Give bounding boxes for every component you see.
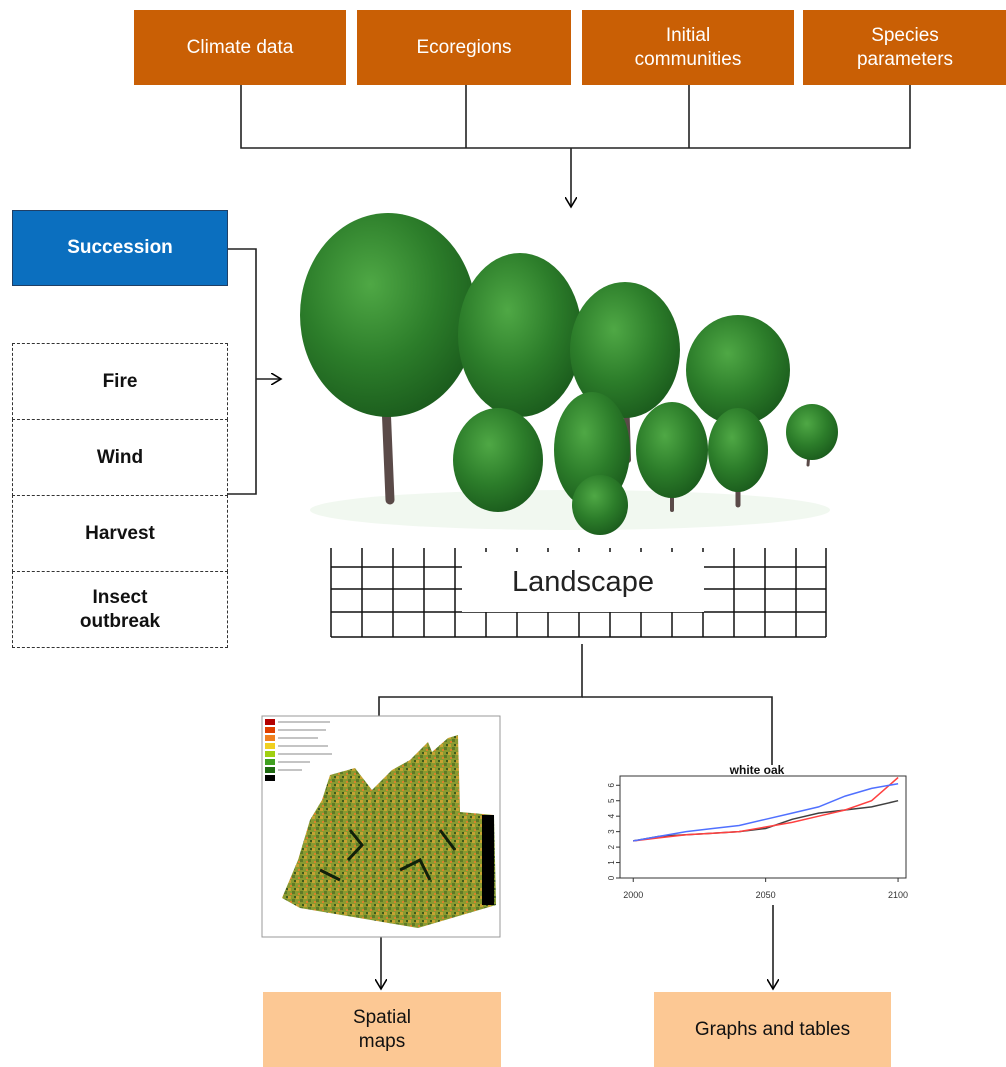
disturbance-label: Fire <box>102 370 138 392</box>
input-label: Ecoregions <box>416 36 512 58</box>
input-climate-data: Climate data <box>134 10 346 85</box>
output-label: Spatial maps <box>352 1006 412 1052</box>
y-tick-label: 5 <box>608 798 616 803</box>
disturbance-bracket <box>228 248 257 495</box>
input-connector <box>240 85 911 149</box>
series-line-0 <box>633 799 899 842</box>
x-tick-label: 2100 <box>888 890 908 900</box>
input-species-parameters: Species parameters <box>803 10 1006 85</box>
disturbance-label: Insect outbreak <box>79 586 161 632</box>
y-tick-label: 0 <box>608 875 616 880</box>
y-tick-label: 4 <box>608 813 616 818</box>
series-line-1 <box>633 776 899 842</box>
output-spatial-maps: Spatial maps <box>263 992 501 1067</box>
input-label: Initial communities <box>634 24 742 70</box>
plot-frame <box>619 775 907 879</box>
input-label: Climate data <box>186 36 294 58</box>
x-tick-label: 2000 <box>623 890 643 900</box>
disturbance-harvest: Harvest <box>12 495 228 572</box>
disturbance-fire: Fire <box>12 343 228 420</box>
disturbance-label: Harvest <box>85 522 155 544</box>
chart-title: white oak <box>729 763 785 777</box>
landscape-label: Landscape <box>512 566 654 598</box>
input-ecoregions: Ecoregions <box>357 10 571 85</box>
y-tick-label: 1 <box>608 860 616 865</box>
x-tick-label: 2050 <box>756 890 776 900</box>
output-graphs-and-tables: Graphs and tables <box>654 992 891 1067</box>
disturbance-wind: Wind <box>12 419 228 496</box>
y-tick-label: 2 <box>608 844 616 849</box>
input-initial-communities: Initial communities <box>582 10 794 85</box>
input-label: Species parameters <box>856 24 954 70</box>
output-connector <box>378 644 583 716</box>
succession-box: Succession <box>12 210 228 286</box>
disturbance-insect-outbreak: Insect outbreak <box>12 571 228 648</box>
succession-label: Succession <box>67 237 173 258</box>
series-line-2 <box>633 782 899 842</box>
disturbance-label: Wind <box>96 446 144 468</box>
line-chart-svg: white oak 0 1 2 3 4 5 6 2000 2050 2100 <box>608 763 908 900</box>
output-label: Graphs and tables <box>694 1018 851 1040</box>
line-chart: white oak 0 1 2 3 4 5 6 2000 2050 2100 <box>608 760 918 910</box>
y-tick-label: 6 <box>608 782 616 787</box>
y-tick-label: 3 <box>608 829 616 834</box>
